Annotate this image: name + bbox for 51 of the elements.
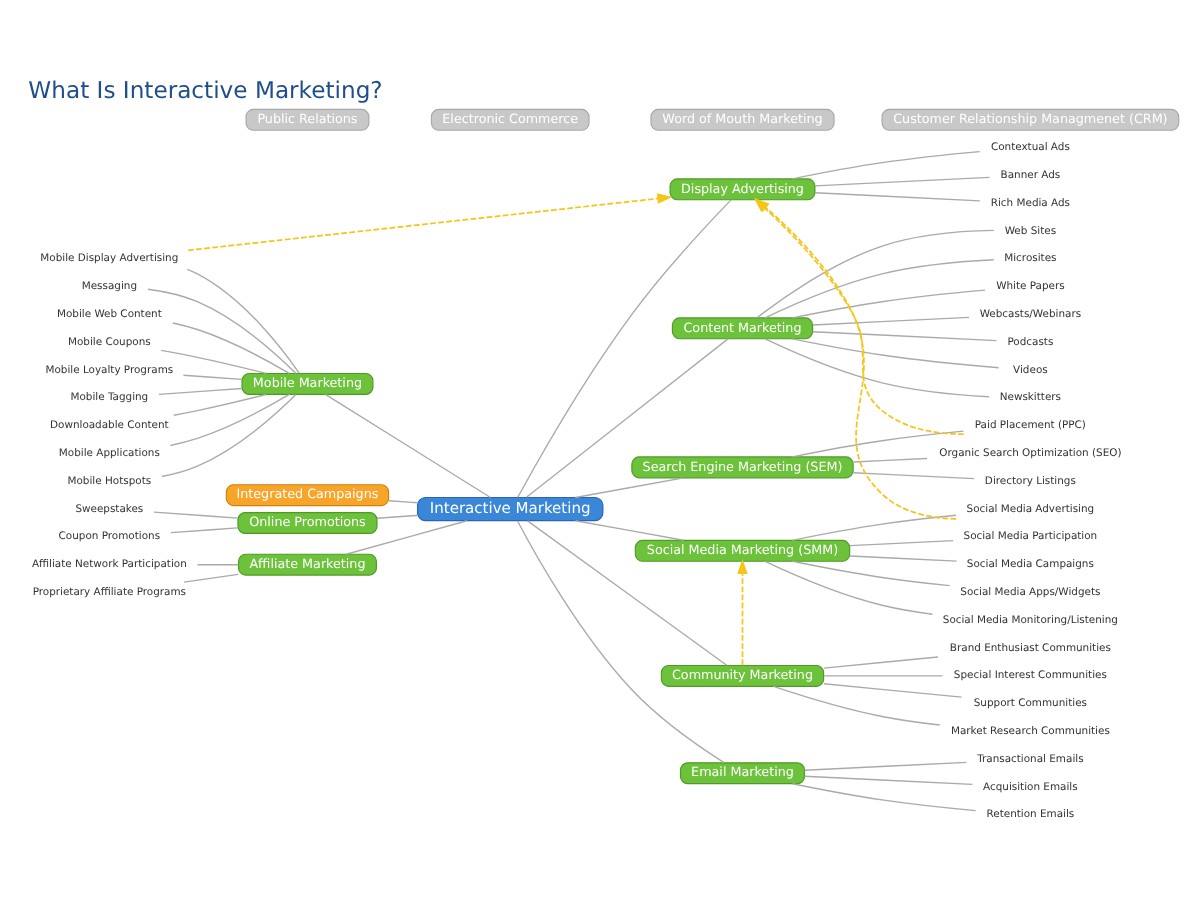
connector: [764, 560, 934, 615]
connector: [812, 316, 970, 326]
connector: [823, 656, 939, 669]
connector: [160, 349, 267, 375]
connector: [803, 761, 968, 771]
connector: [183, 573, 239, 583]
connector: [574, 477, 685, 499]
connector: [791, 783, 977, 812]
connector: [823, 675, 944, 677]
connector: [791, 338, 1000, 369]
connector: [147, 288, 297, 375]
connector: [791, 514, 957, 541]
connector: [814, 192, 981, 202]
connector: [764, 259, 995, 319]
connector: [823, 683, 963, 698]
connector: [772, 685, 941, 726]
connector: [186, 268, 301, 375]
connector: [324, 393, 492, 499]
connector: [161, 393, 297, 478]
connector: [170, 527, 239, 534]
connector: [849, 539, 954, 547]
arrow: [187, 193, 673, 252]
connector: [791, 560, 951, 587]
connector: [516, 520, 725, 764]
connector: [756, 229, 995, 319]
connector: [849, 555, 958, 562]
connector: [196, 564, 240, 566]
connector: [803, 775, 973, 786]
connector: [525, 338, 729, 498]
connector: [182, 374, 243, 381]
connector: [791, 289, 986, 319]
connector: [158, 387, 243, 396]
connector: [812, 331, 998, 342]
connector: [153, 511, 239, 519]
connector: [169, 393, 290, 447]
connector: [791, 150, 981, 180]
connector: [791, 430, 965, 458]
connector: [173, 393, 267, 416]
connector: [852, 472, 975, 480]
connector: [764, 338, 990, 398]
connector: [526, 520, 728, 666]
connector: [345, 520, 468, 555]
connector: [852, 457, 928, 463]
connector: [574, 520, 685, 541]
diagram-title: What Is Interactive Marketing?: [28, 75, 383, 104]
arrow: [737, 558, 748, 667]
connector: [388, 500, 419, 504]
connector: [814, 176, 991, 187]
connector: [376, 514, 418, 519]
connector: [517, 199, 732, 498]
connector: [172, 322, 290, 375]
